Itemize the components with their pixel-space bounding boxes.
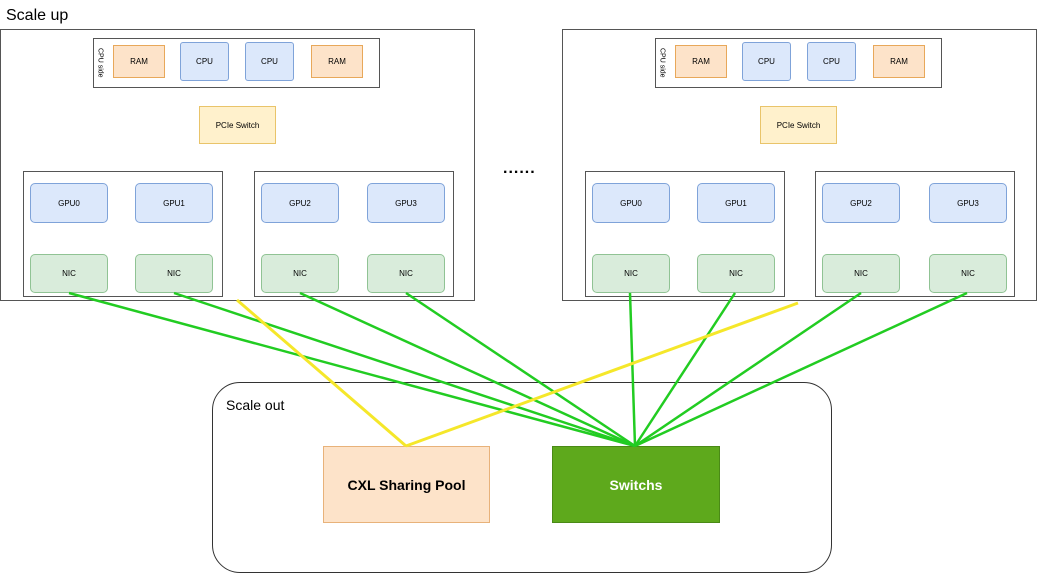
cxl-link-left bbox=[236, 298, 407, 448]
nic-switch-link-1 bbox=[173, 291, 636, 448]
left-cpu-1: CPU bbox=[180, 42, 229, 81]
nic-switch-link-6 bbox=[634, 291, 862, 448]
right-cpu-1: CPU bbox=[742, 42, 791, 81]
left-nic-1: NIC bbox=[135, 254, 213, 293]
right-nic-2: NIC bbox=[822, 254, 900, 293]
left-gpu2: GPU2 bbox=[261, 183, 339, 223]
nic-switch-link-0 bbox=[68, 291, 636, 448]
left-cpu-2: CPU bbox=[245, 42, 294, 81]
nic-switch-link-5 bbox=[633, 292, 737, 447]
right-ram-2: RAM bbox=[873, 45, 925, 78]
cxl-link-right bbox=[405, 301, 799, 448]
left-gpu1: GPU1 bbox=[135, 183, 213, 223]
nic-switch-link-4 bbox=[628, 292, 637, 447]
cxl-sharing-pool: CXL Sharing Pool bbox=[323, 446, 490, 523]
ellipsis: ...... bbox=[503, 160, 536, 177]
scale-up-title: Scale up bbox=[6, 7, 69, 24]
nic-switch-link-2 bbox=[299, 291, 636, 448]
right-nic-1: NIC bbox=[697, 254, 775, 293]
left-ram-2: RAM bbox=[311, 45, 363, 78]
right-pcie-switch: PCIe Switch bbox=[760, 106, 837, 144]
right-cpu-2: CPU bbox=[807, 42, 856, 81]
right-cpu-side-label: CPU side bbox=[658, 48, 666, 78]
left-ram-1: RAM bbox=[113, 45, 165, 78]
left-gpu3: GPU3 bbox=[367, 183, 445, 223]
switchs-box: Switchs bbox=[552, 446, 720, 523]
scale-out-title: Scale out bbox=[226, 397, 285, 413]
nic-switch-link-3 bbox=[405, 291, 636, 448]
right-gpu0: GPU0 bbox=[592, 183, 670, 223]
right-gpu1: GPU1 bbox=[697, 183, 775, 223]
right-gpu2: GPU2 bbox=[822, 183, 900, 223]
right-ram-1: RAM bbox=[675, 45, 727, 78]
nic-switch-link-7 bbox=[634, 291, 968, 448]
right-nic-0: NIC bbox=[592, 254, 670, 293]
right-nic-3: NIC bbox=[929, 254, 1007, 293]
left-nic-0: NIC bbox=[30, 254, 108, 293]
left-nic-3: NIC bbox=[367, 254, 445, 293]
scale-out-frame bbox=[212, 382, 832, 573]
left-gpu0: GPU0 bbox=[30, 183, 108, 223]
left-pcie-switch: PCIe Switch bbox=[199, 106, 276, 144]
left-nic-2: NIC bbox=[261, 254, 339, 293]
right-gpu3: GPU3 bbox=[929, 183, 1007, 223]
left-cpu-side-label: CPU side bbox=[96, 48, 104, 78]
